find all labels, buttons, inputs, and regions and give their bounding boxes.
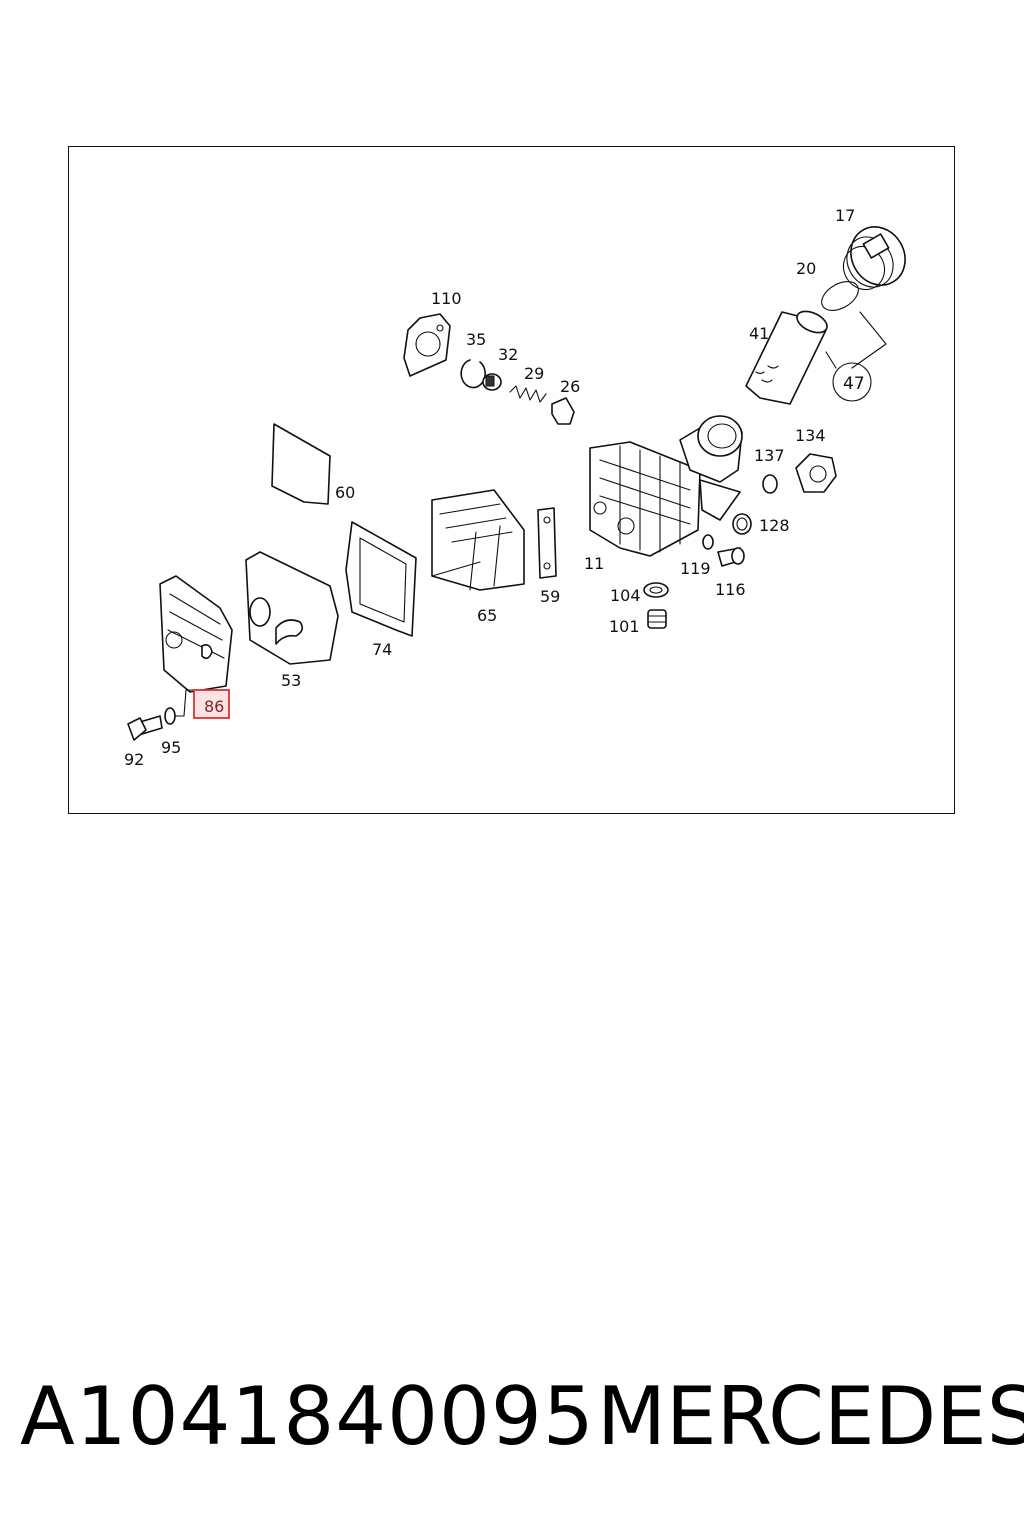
label-29: 29: [524, 364, 544, 383]
part-59-strip[interactable]: [537, 507, 557, 579]
label-32: 32: [498, 345, 518, 364]
label-119: 119: [680, 559, 711, 578]
label-95: 95: [161, 738, 181, 757]
part-32-valve-body[interactable]: [482, 373, 502, 391]
label-128: 128: [759, 516, 790, 535]
part-137-washer[interactable]: [762, 474, 778, 494]
part-92-bolt[interactable]: [127, 715, 163, 741]
part-104-seal[interactable]: [643, 582, 669, 598]
part-11-oil-filter-housing[interactable]: [589, 415, 743, 557]
part-119-washer[interactable]: [702, 534, 714, 550]
leader-86: [175, 689, 197, 717]
part-35-circlip[interactable]: [460, 359, 486, 389]
diagram-frame: [68, 146, 955, 814]
label-74: 74: [372, 640, 392, 659]
callout-47-circle: [832, 362, 872, 402]
part-110-gasket[interactable]: [403, 313, 451, 377]
label-41: 41: [749, 324, 769, 343]
part-60-gasket[interactable]: [271, 423, 331, 505]
part-116-bolt[interactable]: [717, 547, 745, 567]
label-65: 65: [477, 606, 497, 625]
leader-47: [825, 311, 887, 369]
part-134-sensor[interactable]: [795, 453, 837, 493]
part-53-cooler-cover[interactable]: [245, 551, 339, 665]
part-128-plug[interactable]: [732, 513, 752, 535]
label-53: 53: [281, 671, 301, 690]
label-60: 60: [335, 483, 355, 502]
part-29-spring[interactable]: [509, 385, 547, 403]
part-41-filter-element[interactable]: [745, 307, 830, 405]
label-86[interactable]: 86: [204, 697, 224, 716]
part-number-text: A1041840095: [20, 1370, 595, 1463]
label-11: 11: [584, 554, 604, 573]
highlight-86-box: [193, 689, 230, 719]
part-65-insert[interactable]: [431, 489, 525, 591]
part-86-cover[interactable]: [159, 575, 233, 693]
label-35: 35: [466, 330, 486, 349]
label-101: 101: [609, 617, 640, 636]
label-17: 17: [835, 206, 855, 225]
label-134: 134: [795, 426, 826, 445]
label-92: 92: [124, 750, 144, 769]
label-59: 59: [540, 587, 560, 606]
part-26-plug[interactable]: [551, 397, 575, 425]
part-17-filter-cap[interactable]: [836, 217, 916, 297]
part-101-plug[interactable]: [647, 609, 667, 629]
label-20: 20: [796, 259, 816, 278]
label-116: 116: [715, 580, 746, 599]
label-104: 104: [610, 586, 641, 605]
part-20-o-ring[interactable]: [817, 276, 864, 317]
part-95-washer[interactable]: [164, 707, 176, 725]
brand-text: MERCEDES: [597, 1370, 1024, 1463]
label-110: 110: [431, 289, 462, 308]
label-137: 137: [754, 446, 785, 465]
label-26: 26: [560, 377, 580, 396]
part-74-gasket-frame[interactable]: [345, 521, 417, 637]
label-47: 47: [843, 374, 865, 394]
